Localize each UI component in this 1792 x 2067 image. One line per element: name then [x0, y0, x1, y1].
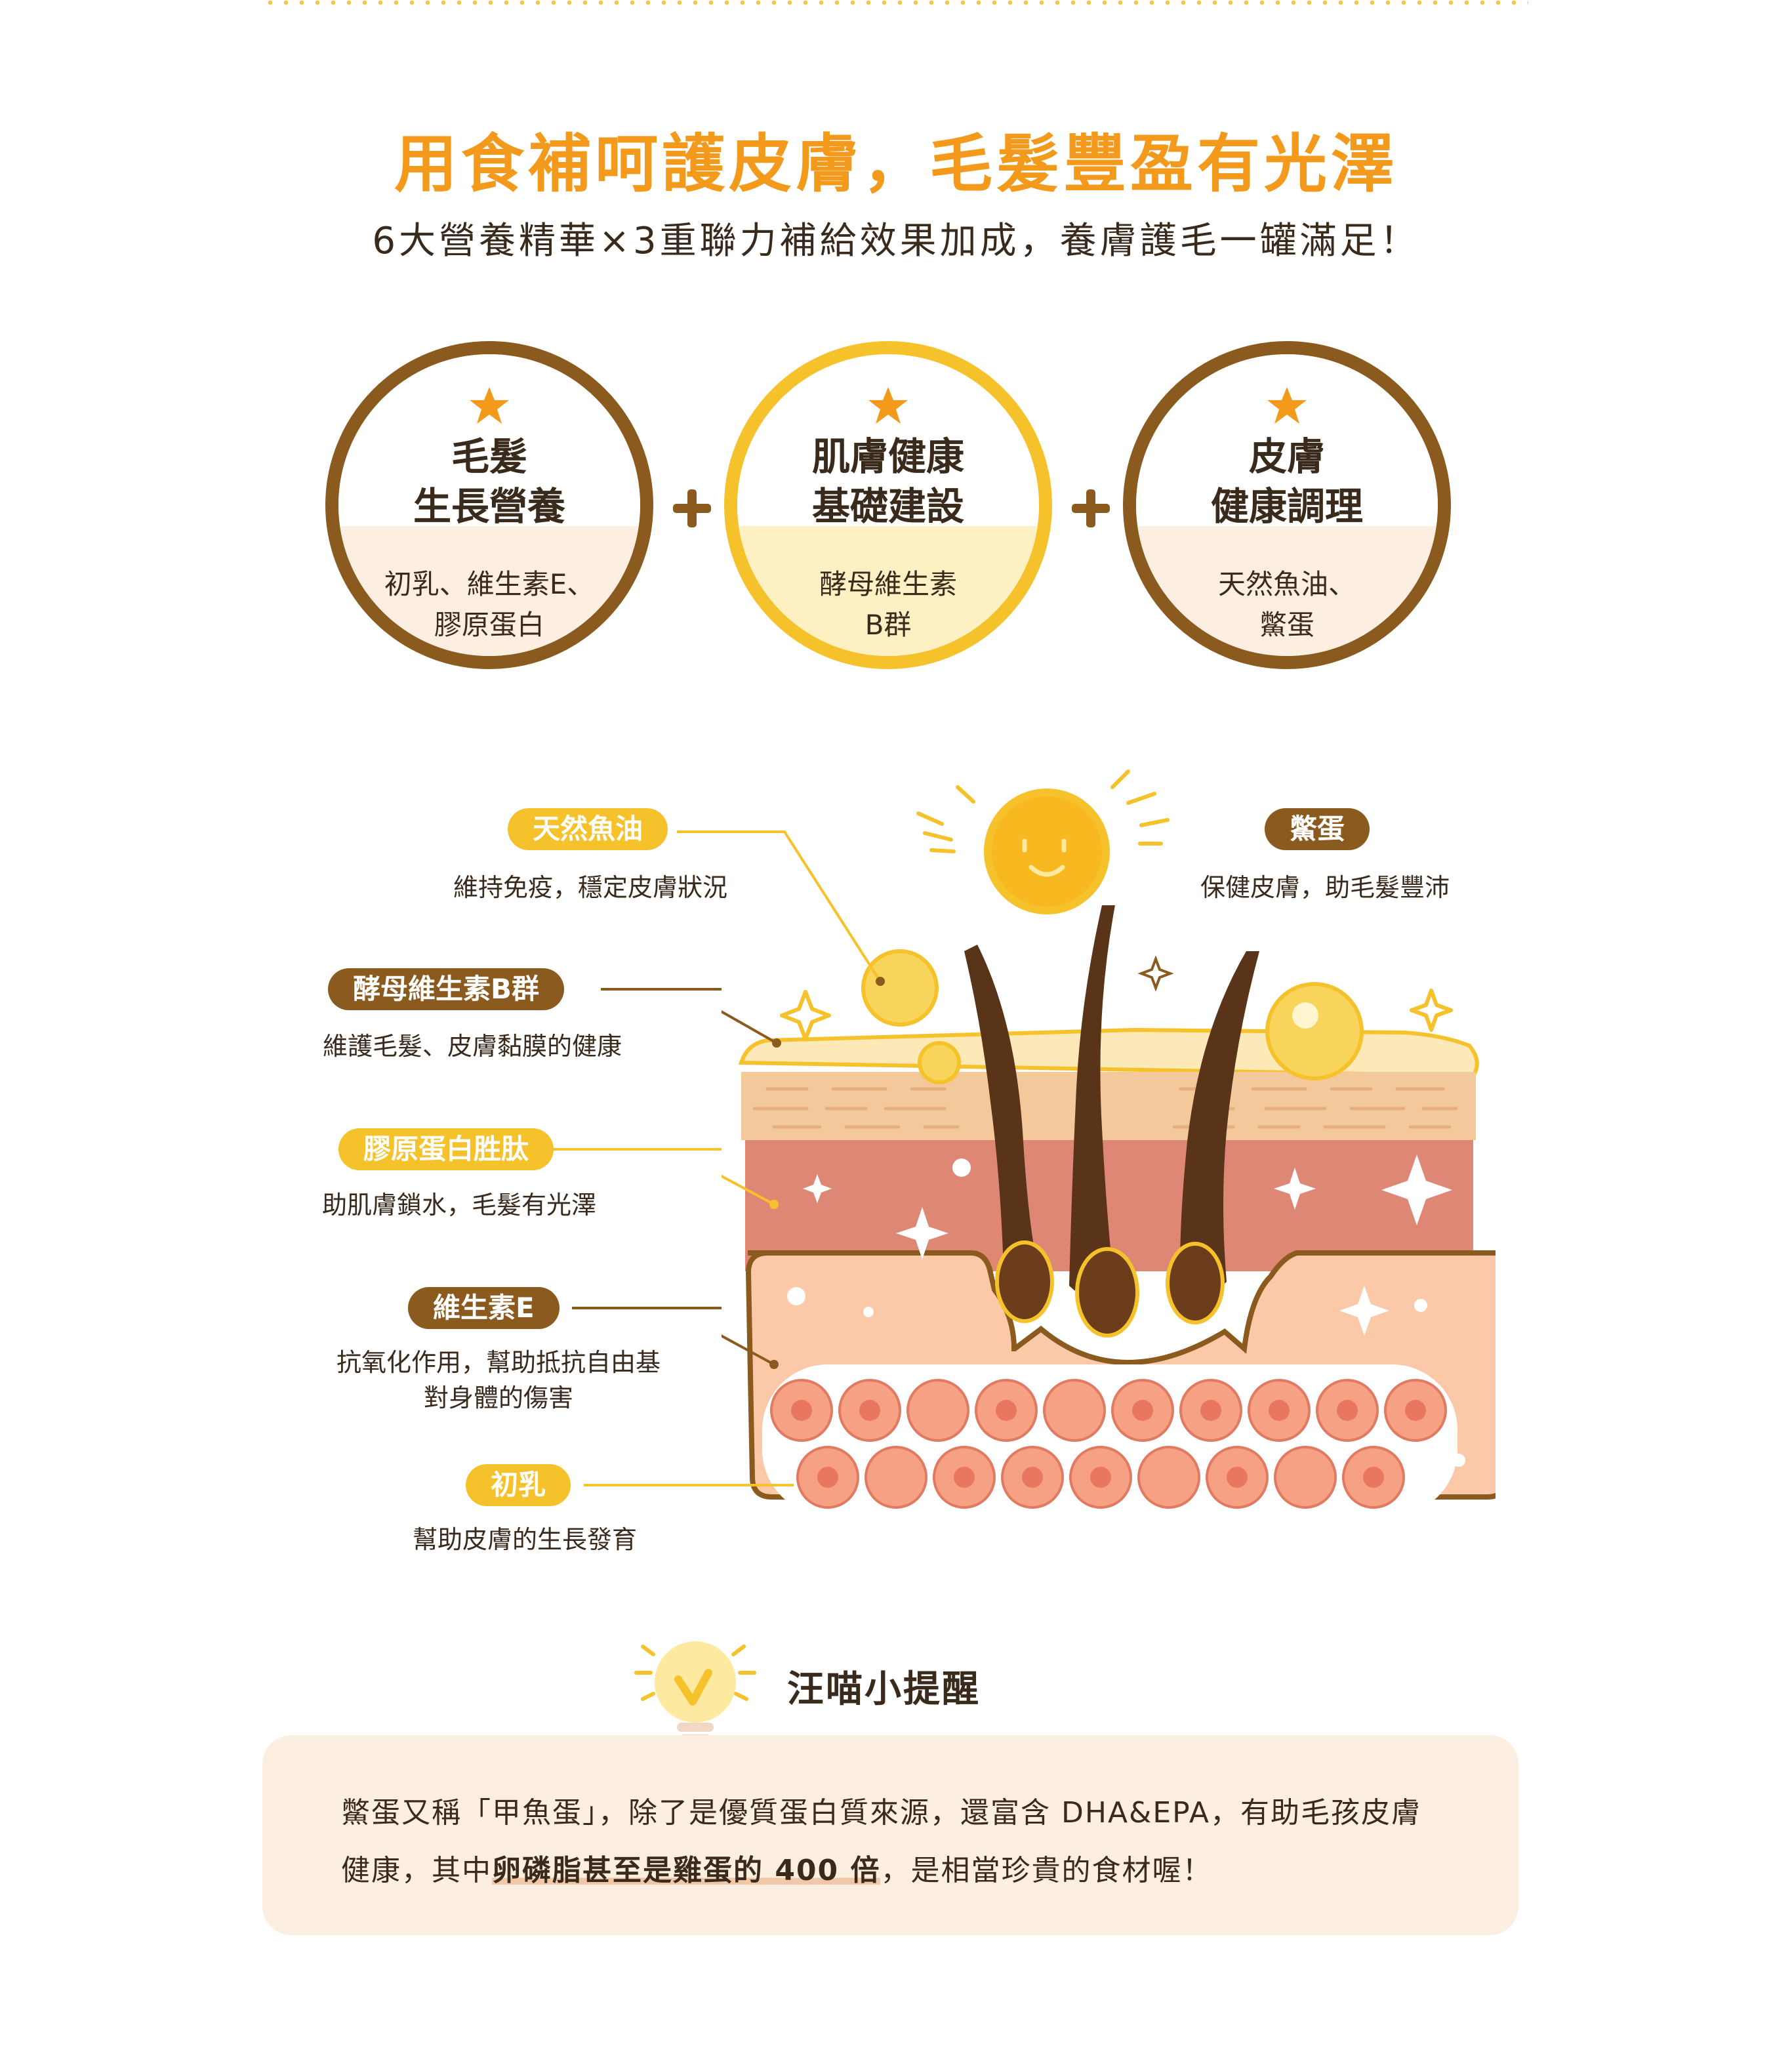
tip-highlight: 卵磷脂甚至是雞蛋的 400 倍 [492, 1854, 881, 1887]
desc-vitamin-e: 抗氧化作用，幫助抵抗自由基 對身體的傷害 [336, 1348, 661, 1412]
tip-line-2-start: 健康，其中 [341, 1854, 492, 1887]
plus-icon [1072, 489, 1110, 527]
benefit-circle-hair: 毛髮 生長營養 初乳、維生素E、 膠原蛋白 [325, 341, 653, 669]
benefit-circle-skin-base: 肌膚健康 基礎建設 酵母維生素 B群 [724, 341, 1052, 669]
star-icon [1267, 387, 1307, 424]
fat-cells [762, 1364, 1457, 1515]
oil-bubbles [861, 949, 1364, 1084]
star-icon [868, 387, 908, 424]
benefit-ingredients: 酵母維生素 B群 [819, 568, 957, 641]
label-colostrum: 初乳 [466, 1464, 571, 1506]
desc-turtle-egg: 保健皮膚，助毛髮豐沛 [1200, 873, 1450, 902]
tip-line-2-end: ，是相當珍貴的食材喔！ [880, 1854, 1213, 1887]
benefit-heading: 肌膚健康 基礎建設 [811, 434, 964, 529]
benefit-heading: 皮膚 健康調理 [1210, 434, 1363, 529]
tip-box [262, 1735, 1518, 1935]
desc-yeast-b: 維護毛髮、皮膚黏膜的健康 [322, 1032, 622, 1061]
tip-text: 鱉蛋又稱「甲魚蛋」，除了是優質蛋白質來源，還富含 DHA&EPA，有助毛孩皮膚 … [341, 1784, 1456, 1900]
benefit-circle-skin-care: 皮膚 健康調理 天然魚油、 鱉蛋 [1123, 341, 1451, 669]
label-vitamin-e: 維生素E [408, 1287, 560, 1329]
sparkle-icon [787, 1155, 1465, 1467]
tip-line-2: 健康，其中卵磷脂甚至是雞蛋的 400 倍，是相當珍貴的食材喔！ [341, 1842, 1456, 1900]
sun-icon [916, 769, 1170, 914]
page-subtitle: 6大營養精華×3重聯力補給效果加成，養膚護毛一罐滿足！ [372, 220, 1420, 262]
skin-diagram [722, 769, 1496, 1515]
label-yeast-b: 酵母維生素B群 [328, 968, 565, 1010]
hair-follicles [964, 905, 1259, 1338]
tip-line-1: 鱉蛋又稱「甲魚蛋」，除了是優質蛋白質來源，還富含 DHA&EPA，有助毛孩皮膚 [341, 1796, 1421, 1830]
benefit-ingredients: 天然魚油、 鱉蛋 [1217, 568, 1356, 641]
star-icon [470, 387, 509, 424]
desc-collagen: 助肌膚鎖水，毛髮有光澤 [321, 1191, 596, 1219]
plus-icon [673, 489, 711, 527]
label-fish-oil: 天然魚油 [508, 808, 668, 850]
desc-fish-oil: 維持免疫，穩定皮膚狀況 [453, 873, 727, 902]
connector-lines [539, 830, 722, 1486]
tip-title: 汪喵小提醒 [787, 1668, 981, 1711]
benefit-ingredients: 初乳、維生素E、 膠原蛋白 [384, 568, 595, 641]
desc-colostrum: 幫助皮膚的生長發育 [412, 1525, 637, 1554]
dotted-divider [262, 0, 1528, 5]
label-collagen: 膠原蛋白胜肽 [338, 1128, 554, 1170]
benefit-heading: 毛髮 生長營養 [413, 434, 565, 529]
page-title: 用食補呵護皮膚，毛髮豐盈有光澤 [394, 127, 1398, 201]
label-turtle-egg: 鱉蛋 [1265, 808, 1370, 850]
